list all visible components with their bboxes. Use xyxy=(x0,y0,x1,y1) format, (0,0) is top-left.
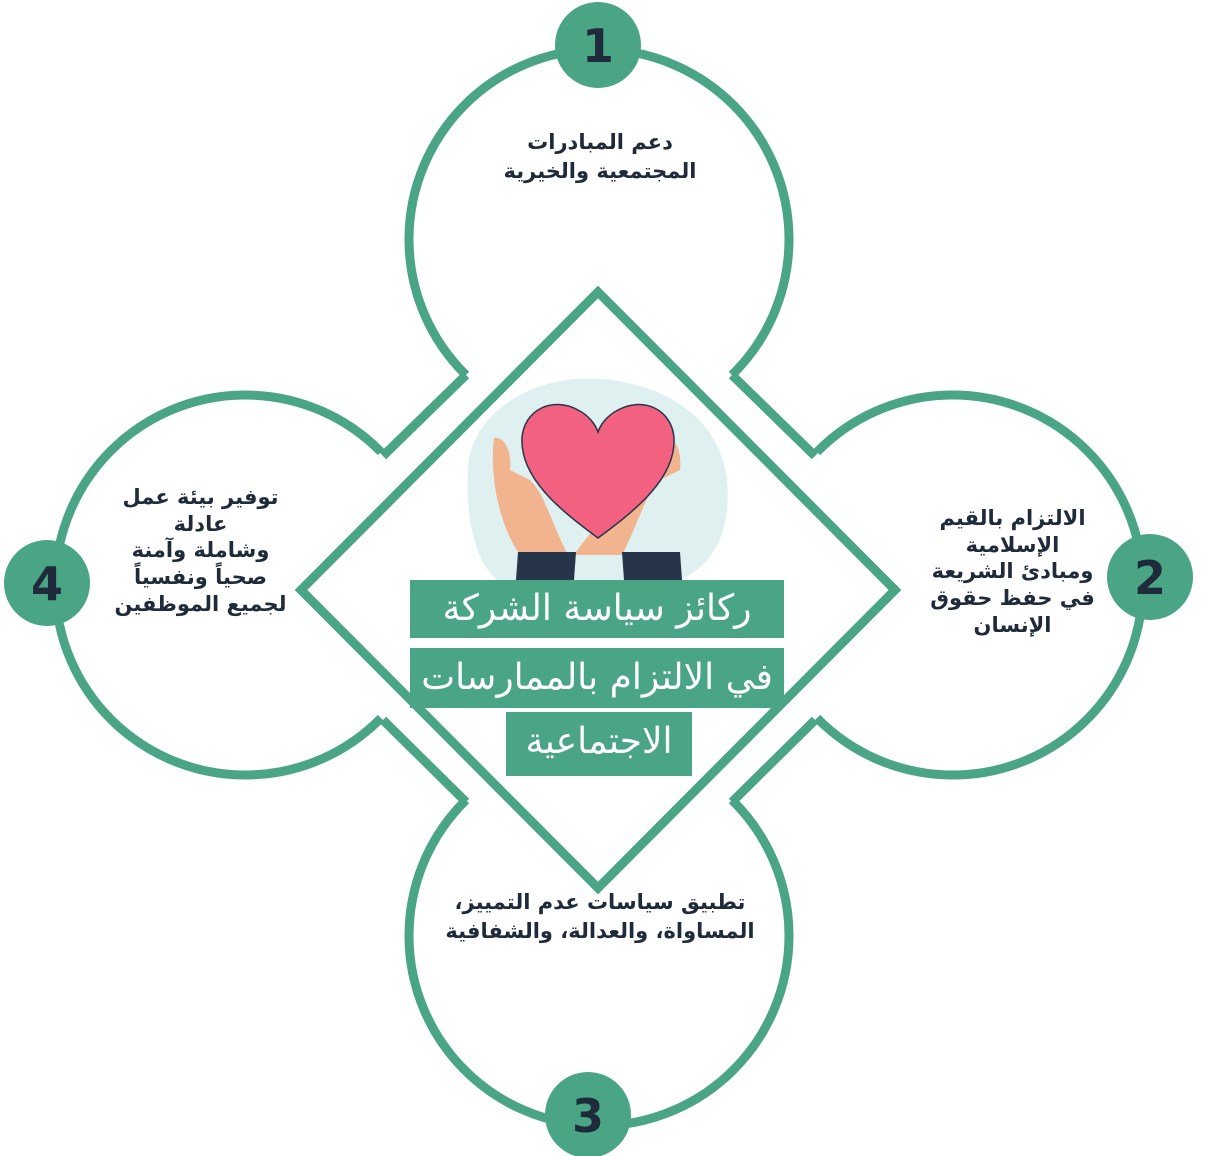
heart-in-hands-icon xyxy=(467,378,728,590)
pillar-3-line: المساواة، والعدالة، والشفافية xyxy=(445,919,755,944)
pillar-4-line: عادلة xyxy=(173,511,228,536)
badge-1-number: 1 xyxy=(582,19,614,73)
pillar-4-line: لجميع الموظفين xyxy=(114,591,287,616)
badge-3-number: 3 xyxy=(572,1089,604,1143)
badge-1: 1 xyxy=(555,2,641,88)
title-line-2: في الالتزام بالممارسات xyxy=(410,648,784,708)
badge-3: 3 xyxy=(545,1072,631,1156)
pillar-2-line: في حفظ حقوق xyxy=(930,585,1095,610)
pillar-2-text: الالتزام بالقيم الإسلامية ومبادئ الشريعة… xyxy=(905,505,1120,638)
badge-4-number: 4 xyxy=(31,557,63,611)
connector-bottom-left xyxy=(379,716,470,806)
pillar-1-text: دعم المبادرات المجتمعية والخيرية xyxy=(470,128,730,187)
badge-2-number: 2 xyxy=(1134,551,1166,605)
pillar-1-line: المجتمعية والخيرية xyxy=(503,159,697,184)
pillar-4-line: وشاملة وآمنة xyxy=(131,538,270,563)
connector-top-right xyxy=(728,371,819,460)
badge-2: 2 xyxy=(1107,534,1193,620)
title-line-3: الاجتماعية xyxy=(506,712,692,776)
pillar-2-line: الالتزام بالقيم xyxy=(939,506,1086,530)
pillar-2-line: الإسلامية xyxy=(965,532,1060,557)
pillar-4-line: توفير بيئة عمل xyxy=(122,485,279,509)
pillar-2-line: الإنسان xyxy=(973,612,1052,637)
pillar-3-line: تطبيق سياسات عدم التمييز، xyxy=(454,890,746,914)
badge-4: 4 xyxy=(4,540,90,626)
connector-top-left xyxy=(379,371,470,460)
pillar-4-text: توفير بيئة عمل عادلة وشاملة وآمنة صحياً … xyxy=(88,484,313,617)
pillar-2-line: ومبادئ الشريعة xyxy=(931,559,1094,584)
pillar-4-line: صحياً ونفسياً xyxy=(133,564,268,589)
title-line-1: ركائز سياسة الشركة xyxy=(410,580,784,638)
connector-bottom-right xyxy=(728,716,819,806)
pillar-1-line: دعم المبادرات xyxy=(527,130,673,154)
pillar-3-text: تطبيق سياسات عدم التمييز، المساواة، والع… xyxy=(420,888,780,947)
